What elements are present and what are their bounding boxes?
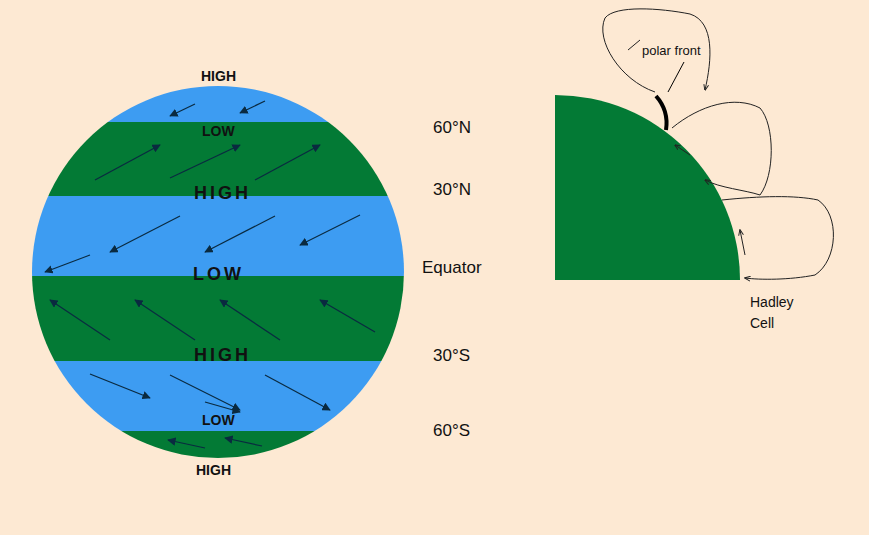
polar-front-line — [656, 96, 667, 130]
pressure-label: HIGH — [194, 346, 251, 366]
circulation-cells — [603, 9, 834, 279]
cell-label: Hadley Cell — [750, 292, 810, 334]
pressure-label: LOW — [202, 413, 235, 428]
pressure-label: HIGH — [194, 184, 251, 204]
callout-label: polar front — [642, 44, 701, 58]
pressure-label: HIGH — [196, 463, 231, 478]
latitude-label: 30°S — [433, 347, 470, 366]
wind-arrows — [45, 101, 375, 448]
latitude-label: 30°N — [433, 181, 471, 200]
latitude-label: 60°N — [433, 119, 471, 138]
pressure-label: HIGH — [201, 69, 236, 84]
leader-line — [668, 62, 684, 92]
pressure-label: LOW — [202, 124, 235, 139]
globe-bands — [30, 80, 410, 471]
pressure-label: LOW — [193, 265, 244, 285]
quarter-globe — [555, 95, 740, 280]
latitude-label: Equator — [422, 259, 482, 278]
latitude-label: 60°S — [433, 422, 470, 441]
